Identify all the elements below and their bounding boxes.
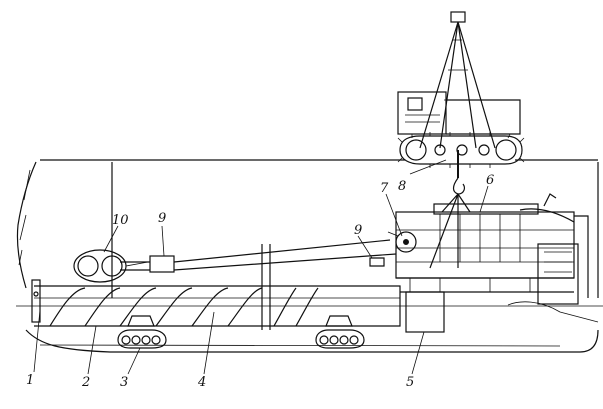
label-10: 10: [112, 213, 129, 228]
label-9-upper: 9: [158, 211, 166, 226]
crawler-crane: [397, 11, 525, 195]
main-frame: [395, 193, 589, 305]
auger-spiral: [49, 244, 319, 330]
label-1: 1: [26, 373, 34, 388]
front-support: [405, 291, 445, 333]
label-3: 3: [120, 375, 128, 390]
label-8: 8: [398, 179, 406, 194]
part-labels: 1 2 3 4 5 6 7 8 9 9 10: [26, 173, 494, 390]
crawler-support-left: [117, 315, 167, 349]
crawler-support-right: [315, 315, 365, 349]
label-7: 7: [380, 181, 389, 196]
pulley-block: [73, 249, 149, 283]
winch: [387, 231, 417, 253]
lifting-slings: [429, 193, 471, 269]
trench-outline: [16, 159, 599, 353]
leader-lines: [33, 159, 489, 375]
label-5: 5: [406, 375, 414, 390]
end-stop: [31, 279, 41, 323]
label-2: 2: [81, 375, 90, 390]
auger-casing: [16, 285, 603, 327]
rod-and-guide: [120, 239, 397, 273]
label-9-lower: 9: [354, 223, 362, 238]
label-6: 6: [486, 173, 494, 188]
label-4: 4: [197, 375, 206, 390]
